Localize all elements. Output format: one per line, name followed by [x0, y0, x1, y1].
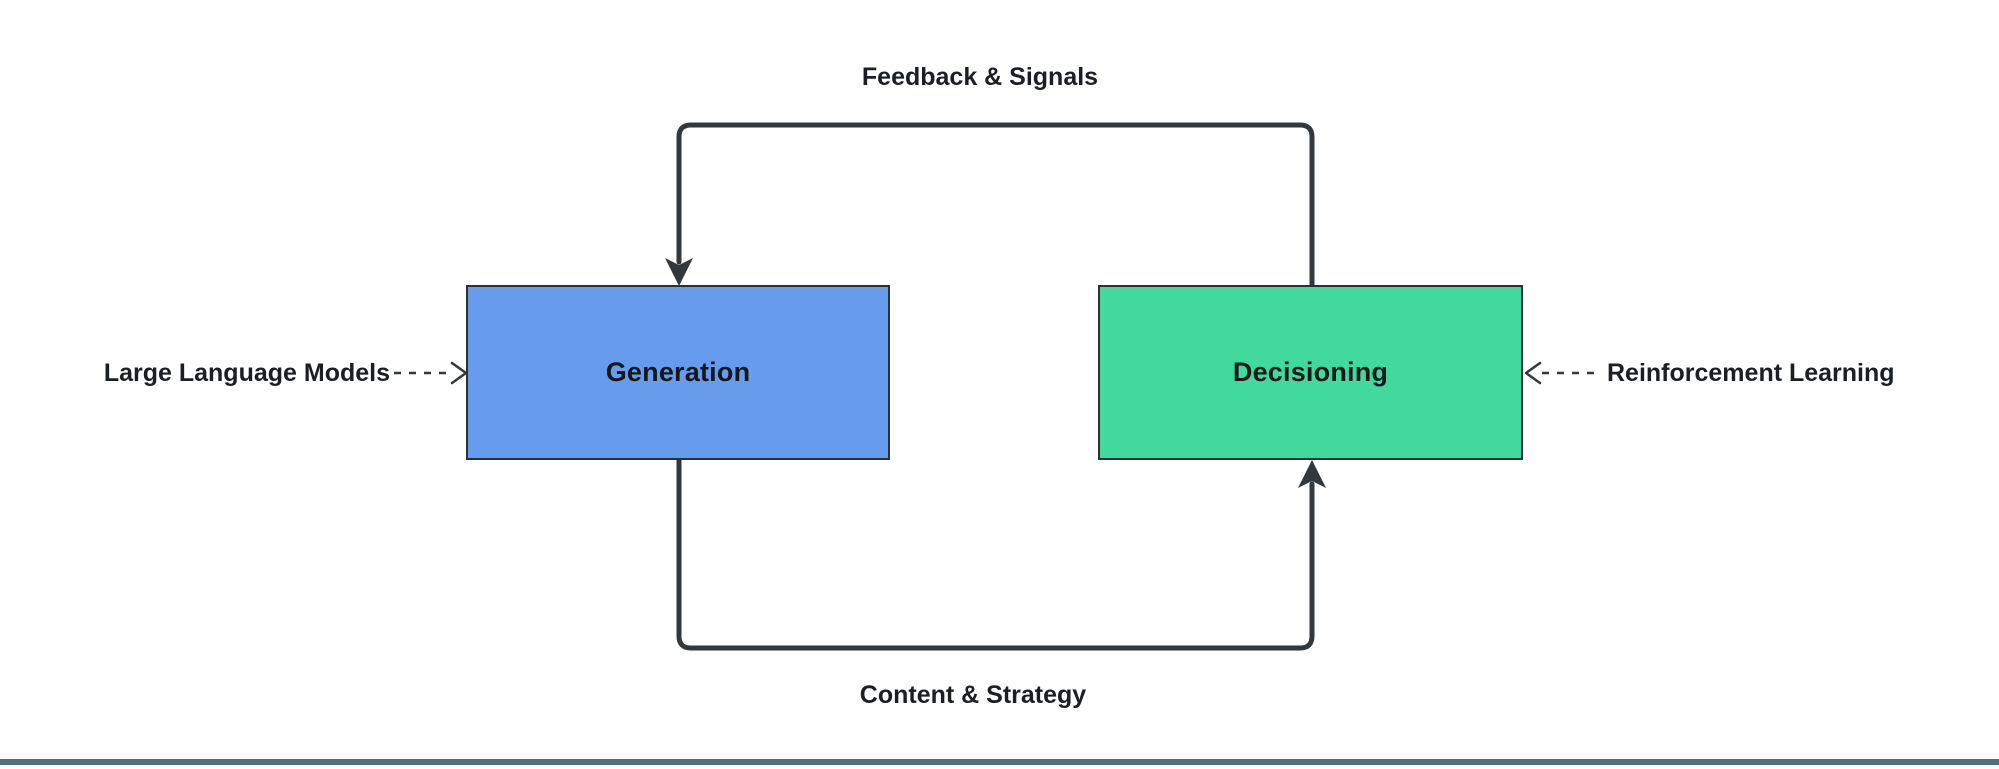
- arrowhead-up-icon: [1298, 460, 1326, 488]
- node-generation: Generation: [466, 285, 890, 460]
- node-decisioning-label: Decisioning: [1232, 357, 1389, 387]
- arrowhead-right-icon: [450, 361, 468, 385]
- edge-label-feedback-signals: Feedback & Signals: [861, 63, 1099, 91]
- content-loop-line: [676, 457, 1315, 651]
- node-generation-label: Generation: [605, 357, 751, 387]
- edge-label-content-strategy: Content & Strategy: [859, 681, 1087, 709]
- node-decisioning: Decisioning: [1098, 285, 1523, 460]
- bottom-divider: [0, 759, 1999, 765]
- edge-label-reinforcement-learning: Reinforcement Learning: [1607, 359, 1895, 387]
- edge-label-large-language-models: Large Language Models: [103, 359, 390, 387]
- arrowhead-left-icon: [1524, 361, 1542, 385]
- feedback-loop-line: [676, 122, 1315, 288]
- arrowhead-down-icon: [665, 258, 693, 286]
